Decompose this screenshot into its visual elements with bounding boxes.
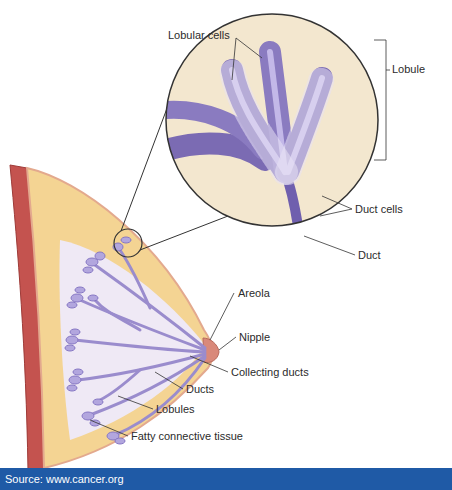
part-label: Lobules <box>156 403 195 416</box>
part-label: Nipple <box>239 331 270 344</box>
part-label: Collecting ducts <box>231 366 309 379</box>
part-label: Ducts <box>186 383 214 396</box>
part-label: Duct cells <box>355 203 403 216</box>
part-label: Lobular cells <box>168 29 230 42</box>
source-bar: Source: www.cancer.org <box>0 468 452 490</box>
part-label: Lobule <box>392 63 425 76</box>
part-label: Areola <box>238 287 270 300</box>
part-label: Fatty connective tissue <box>131 430 243 443</box>
source-caption: Source: www.cancer.org <box>0 473 124 485</box>
part-label: Duct <box>358 249 381 262</box>
